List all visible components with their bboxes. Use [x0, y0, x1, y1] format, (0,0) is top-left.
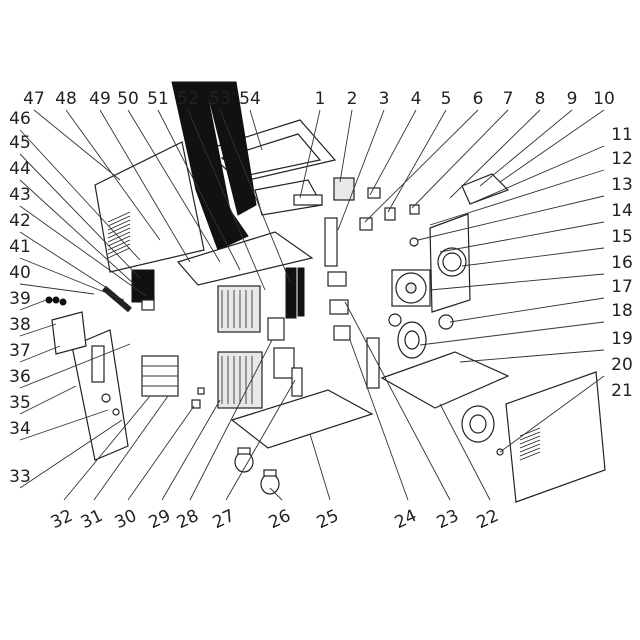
part-number-37: 37 [9, 341, 31, 361]
bracket [461, 173, 510, 205]
part-number-15: 15 [611, 227, 633, 247]
part-number-1: 1 [315, 89, 326, 109]
leader-lines [19, 109, 605, 501]
clip-f [197, 387, 205, 395]
bar-plate [324, 217, 338, 267]
part-number-22: 22 [474, 506, 502, 533]
part-number-38: 38 [9, 315, 31, 335]
left-side-cover [94, 141, 205, 273]
part-number-9: 9 [567, 89, 578, 109]
rectifier-b [297, 267, 305, 317]
knob-b [438, 314, 454, 330]
knob-a [388, 313, 402, 327]
rectifier-a [285, 267, 297, 319]
part-number-23: 23 [434, 506, 462, 533]
part-number-10: 10 [593, 89, 615, 109]
bottom-chassis [230, 389, 374, 449]
small-knob-a [45, 296, 53, 304]
part-number-49: 49 [89, 89, 111, 109]
part-number-6: 6 [473, 89, 484, 109]
part-number-39: 39 [9, 289, 31, 309]
divider-plate [366, 337, 380, 389]
control-board [51, 311, 87, 355]
part-number-12: 12 [611, 149, 633, 169]
front-panel [71, 329, 129, 461]
part-number-14: 14 [611, 201, 633, 221]
pcb-mid [273, 347, 295, 379]
main-transformer [141, 355, 179, 397]
part-number-42: 42 [9, 211, 31, 231]
clip-e [191, 399, 201, 409]
rectifier-stack [131, 269, 155, 311]
part-number-5: 5 [441, 89, 452, 109]
part-number-51: 51 [147, 89, 169, 109]
part-number-17: 17 [611, 277, 633, 297]
part-number-3: 3 [379, 89, 390, 109]
relay-a [327, 271, 347, 287]
part-number-41: 41 [9, 237, 31, 257]
part-number-30: 30 [112, 506, 140, 533]
part-number-18: 18 [611, 301, 633, 321]
part-number-36: 36 [9, 367, 31, 387]
part-number-31: 31 [78, 506, 106, 533]
part-number-35: 35 [9, 393, 31, 413]
part-number-46: 46 [9, 109, 31, 129]
part-number-11: 11 [611, 125, 633, 145]
relay-c [333, 325, 351, 341]
part-number-2: 2 [347, 89, 358, 109]
part-number-20: 20 [611, 355, 633, 375]
terminal-block [293, 194, 323, 206]
part-number-7: 7 [503, 89, 514, 109]
clip-a [367, 187, 381, 199]
part-number-50: 50 [117, 89, 139, 109]
part-number-24: 24 [392, 506, 420, 533]
black-strip-2 [204, 81, 257, 216]
part-number-45: 45 [9, 133, 31, 153]
wheel-rear [461, 405, 495, 443]
part-number-29: 29 [146, 506, 174, 533]
part-number-52: 52 [177, 89, 199, 109]
part-number-54: 54 [239, 89, 261, 109]
part-number-44: 44 [9, 159, 31, 179]
part-number-33: 33 [9, 467, 31, 487]
part-number-32: 32 [48, 506, 76, 533]
part-number-43: 43 [9, 185, 31, 205]
pcb-small [267, 317, 285, 341]
part-number-13: 13 [611, 175, 633, 195]
part-number-19: 19 [611, 329, 633, 349]
cooling-fan [391, 269, 431, 307]
heat-sink-lower [217, 351, 263, 409]
part-number-25: 25 [314, 506, 342, 533]
part-number-27: 27 [210, 506, 238, 533]
part-number-26: 26 [266, 506, 294, 533]
part-number-40: 40 [9, 263, 31, 283]
handle-bar [102, 285, 132, 313]
part-number-47: 47 [23, 89, 45, 109]
wheel-large [397, 321, 427, 359]
right-side-cover [496, 371, 606, 503]
part-number-16: 16 [611, 253, 633, 273]
mounting-bracket [291, 367, 303, 397]
part-number-8: 8 [535, 89, 546, 109]
knob-c [409, 237, 419, 247]
heat-sink-upper [217, 285, 261, 333]
part-number-28: 28 [174, 506, 202, 533]
part-number-48: 48 [55, 89, 77, 109]
caster-rear [260, 469, 280, 495]
clip-c [359, 217, 373, 231]
part-number-34: 34 [9, 419, 31, 439]
part-number-21: 21 [611, 381, 633, 401]
clip-d [409, 204, 420, 215]
clip-b [384, 207, 396, 221]
small-knob-c [59, 298, 67, 306]
middle-plate [176, 179, 323, 286]
part-number-53: 53 [209, 89, 231, 109]
small-knob-b [52, 296, 60, 304]
part-number-4: 4 [411, 89, 422, 109]
base-plate [380, 351, 510, 409]
caster-front [234, 447, 254, 473]
